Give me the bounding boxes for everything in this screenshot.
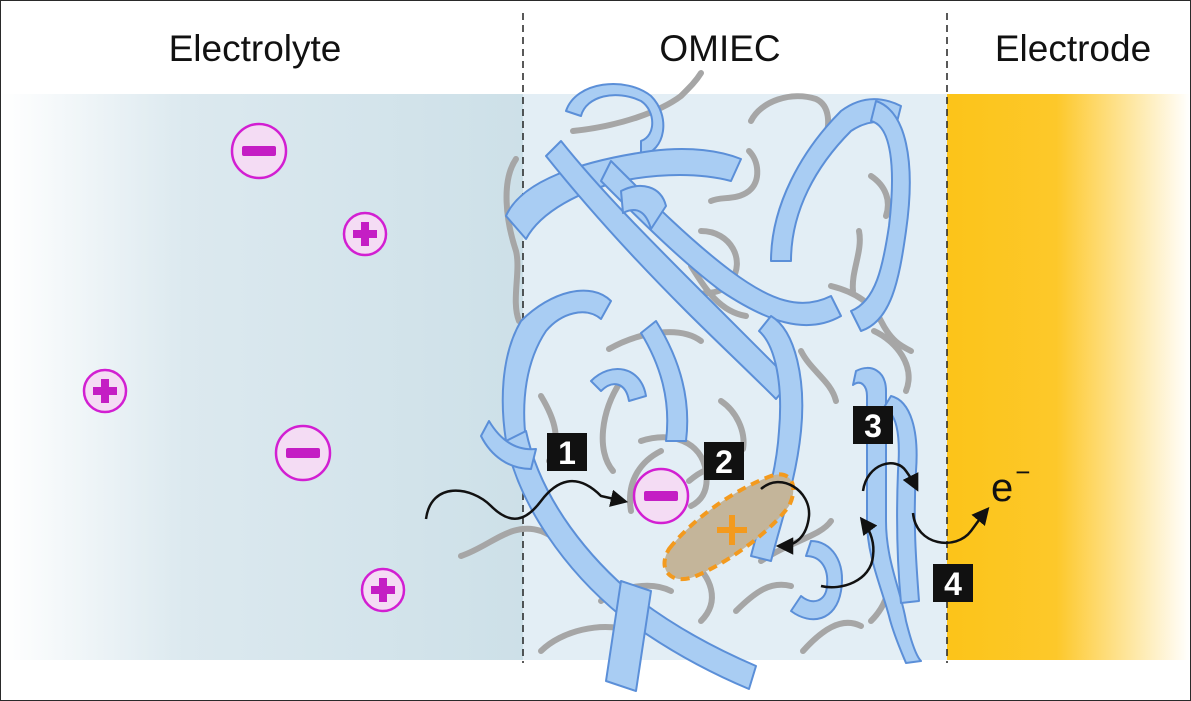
ribbon-left-vertical	[501, 289, 612, 442]
polaron-hop-arrow	[760, 480, 811, 555]
ribbon-center-vertical	[750, 315, 804, 562]
anion-2	[274, 424, 332, 482]
minus-icon	[644, 491, 678, 501]
ribbon-bottom-bent	[790, 540, 843, 621]
step-4-marker: 4	[933, 564, 973, 602]
step-2-marker: 2	[704, 442, 744, 480]
polaron	[662, 472, 796, 582]
electron-symbol: e	[991, 466, 1013, 510]
anion-1	[230, 122, 288, 180]
step-4-label: 4	[944, 566, 962, 602]
ribbon-diagonal-b	[600, 160, 842, 327]
ribbon-inner-curl	[590, 368, 647, 402]
cation-3	[360, 567, 406, 613]
ribbon-right-arch	[850, 100, 911, 332]
electrode-label: Electrode	[995, 28, 1151, 69]
ribbon-diagonal-a	[545, 140, 792, 400]
transport-arrow-up	[820, 516, 878, 589]
polaron-plus-icon	[717, 515, 747, 545]
ribbon-left-tongue	[480, 420, 537, 470]
polaron-body	[662, 472, 796, 582]
cation-1	[342, 211, 388, 257]
minus-icon	[286, 448, 320, 458]
electrode-region	[947, 94, 1190, 660]
ribbon-right-hook	[882, 395, 920, 604]
ribbon-mid-strand	[640, 320, 689, 442]
polymer-ribbons	[480, 83, 922, 692]
step-1-label: 1	[558, 435, 576, 471]
anion-in-omiec	[632, 467, 690, 525]
minus-icon	[242, 146, 276, 156]
step-3-marker: 3	[853, 406, 893, 444]
step-2-label: 2	[715, 444, 733, 480]
ribbon-small-flap	[620, 185, 667, 230]
cation-2	[82, 368, 128, 414]
electrolyte-label: Electrolyte	[169, 28, 342, 69]
step-1-marker: 1	[547, 433, 587, 471]
ion-injection-arrow	[424, 479, 629, 520]
electron-label: e−	[991, 457, 1030, 510]
omiec-label: OMIEC	[659, 28, 780, 69]
electron-charge: −	[1015, 457, 1030, 487]
ribbon-bottom-strip	[605, 580, 652, 692]
process-arrows	[424, 462, 990, 589]
extraction-arrow	[911, 506, 990, 545]
step-3-label: 3	[864, 408, 882, 444]
transport-arrow-right	[861, 462, 919, 492]
